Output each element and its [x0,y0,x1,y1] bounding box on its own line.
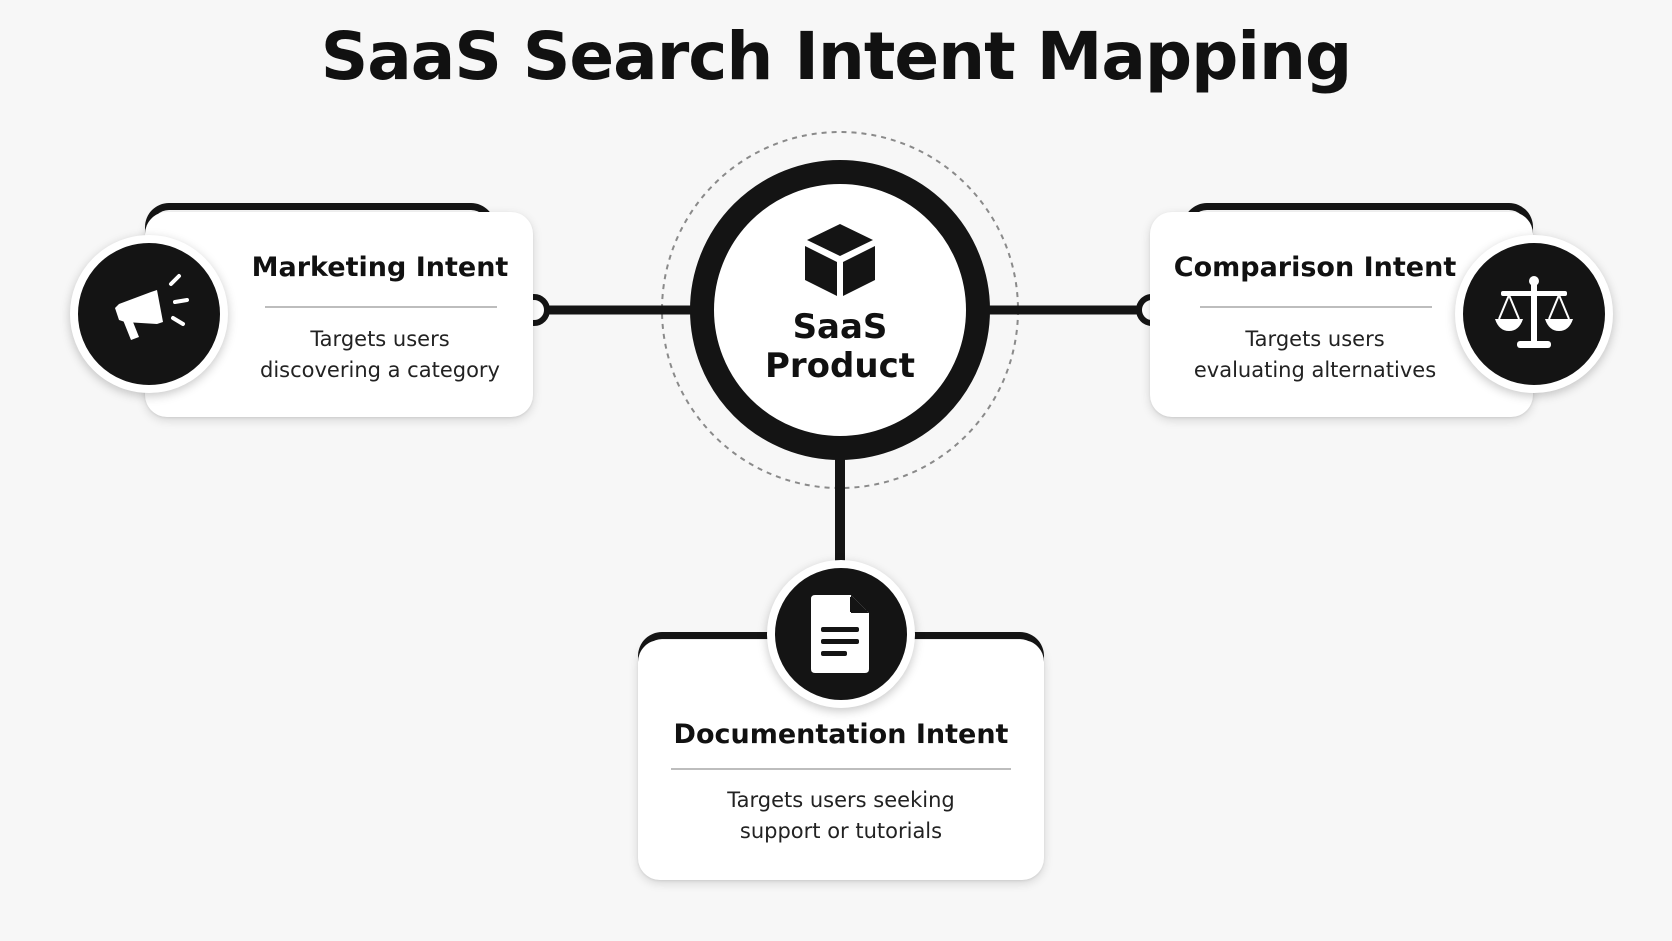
comparison-divider [1200,306,1432,308]
comparison-intent-description: Targets users evaluating alternatives [1193,327,1437,382]
scales-icon [1495,276,1573,348]
documentation-icon-badge [767,560,915,708]
comparison-icon-badge [1455,235,1613,393]
marketing-intent-description: Targets users discovering a category [260,327,500,382]
comparison-intent-card: Comparison Intent Targets users evaluati… [1150,212,1533,417]
document-icon [811,595,869,673]
documentation-intent-description: Targets users seeking support or tutoria… [727,788,955,843]
marketing-icon-badge [70,235,228,393]
documentation-divider [671,768,1011,770]
hub-label-line1: SaaS [792,307,888,347]
hub-label-line2: Product [765,346,915,386]
box-icon [805,224,875,296]
page-title: SaaS Search Intent Mapping [320,18,1353,95]
marketing-intent-title: Marketing Intent [251,252,509,283]
documentation-intent-title: Documentation Intent [673,719,1009,750]
comparison-intent-title: Comparison Intent [1173,252,1457,283]
megaphone-icon [115,274,189,340]
marketing-divider [265,306,497,308]
